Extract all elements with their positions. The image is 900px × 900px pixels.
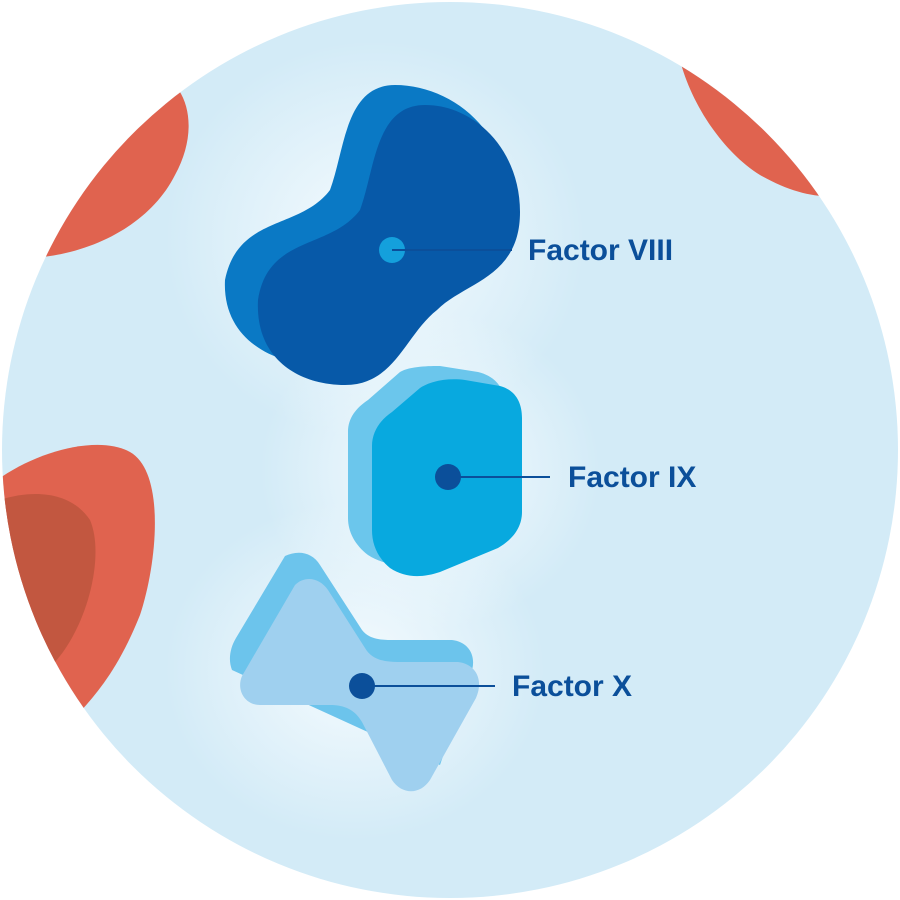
factor-viii-label: Factor VIII [528,234,673,267]
factor-ix-molecule [348,366,550,577]
factor-viii-molecule [224,85,520,385]
factor-x-label: Factor X [512,670,632,703]
factor-x-molecule [229,552,495,792]
factor-ix-label: Factor IX [568,461,696,494]
